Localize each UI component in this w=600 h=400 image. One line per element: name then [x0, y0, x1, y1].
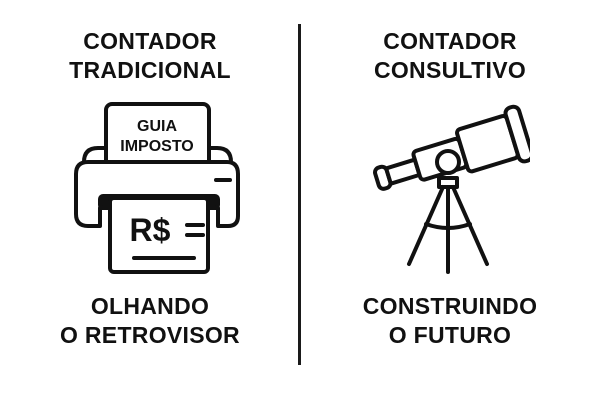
paper-text-currency: R$ — [130, 212, 171, 248]
column-divider — [298, 24, 301, 365]
telescope-icon — [373, 104, 530, 274]
consultive-caption: CONSTRUINDO O FUTURO — [362, 293, 538, 348]
paper-text-imposto: IMPOSTO — [120, 138, 194, 155]
traditional-title: CONTADOR TRADICIONAL — [69, 28, 231, 83]
traditional-accountant-column: CONTADOR TRADICIONAL GUIA IMPOSTO R$ — [60, 28, 240, 348]
consultive-accountant-column: CONTADOR CONSULTIVO CONSTRUINDO O FUTURO — [300, 0, 600, 400]
printer-tax-guide-icon: GUIA IMPOSTO R$ — [74, 102, 240, 274]
consultive-title: CONTADOR CONSULTIVO — [373, 28, 527, 83]
traditional-caption: OLHANDO O RETROVISOR — [60, 293, 240, 348]
paper-text-guia: GUIA — [137, 118, 177, 135]
